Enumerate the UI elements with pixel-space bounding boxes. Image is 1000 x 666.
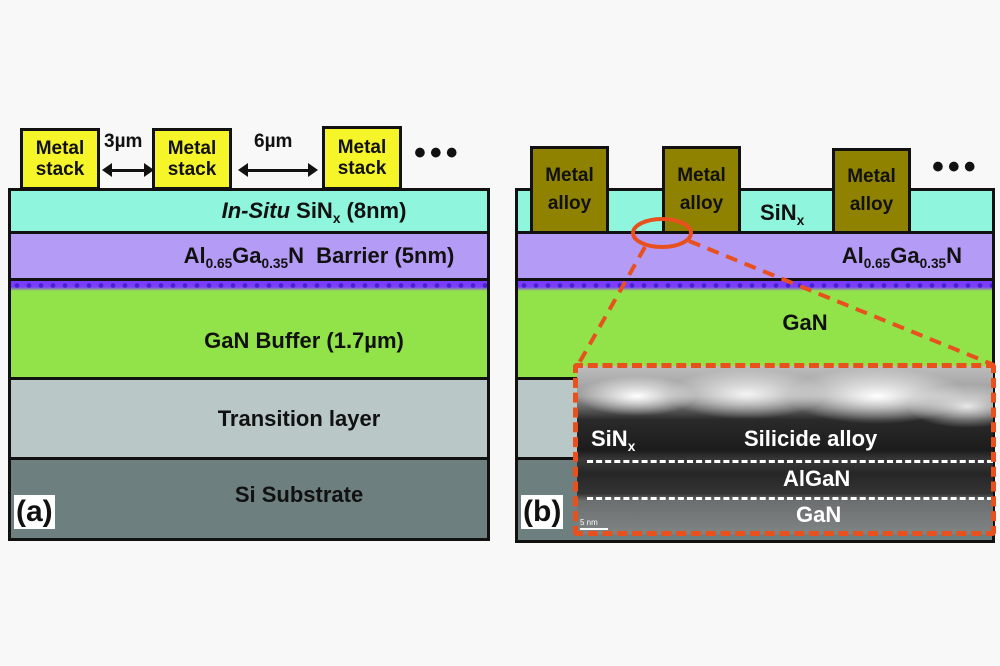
- tem-inset-dashed-border: [573, 363, 996, 536]
- panel-label-a: (a): [14, 495, 55, 529]
- si-substrate-layer: Si Substrate: [8, 457, 490, 541]
- metal-stack-line2: stack: [167, 159, 217, 180]
- metal-alloy-line2: alloy: [547, 193, 592, 214]
- sinx-subscript: x: [332, 210, 341, 226]
- sinx-rest-text: (8nm): [340, 198, 407, 223]
- tem-boundary-gan-top: [587, 497, 993, 500]
- callout-line-right: [688, 239, 995, 367]
- spacing-label-3um: 3µm: [104, 131, 143, 152]
- metal-alloy-2: Metal alloy: [662, 146, 741, 234]
- spacing-label-6um: 6µm: [254, 131, 293, 152]
- gan-buffer-label: GaN Buffer (1.7µm): [204, 328, 404, 353]
- metal-stack-line2: stack: [337, 158, 387, 179]
- al-text: Al: [183, 243, 206, 268]
- tem-silicide-label: Silicide alloy: [744, 426, 878, 451]
- algan-barrier-label: Al0.65Ga0.35N Barrier (5nm): [183, 243, 455, 271]
- 2deg-channel-b: [518, 281, 992, 291]
- panel-label-b: (b): [521, 495, 564, 529]
- sinx-layer: In-Situ SiNx (8nm): [8, 188, 490, 234]
- sinx-main-text-b: SiN: [760, 200, 797, 225]
- algan-barrier-layer-b: Al0.65Ga0.35N: [515, 231, 995, 281]
- tem-sinx-subscript: x: [627, 438, 636, 454]
- spacing-arrow-3um: [102, 163, 154, 177]
- ga-text: Ga: [232, 243, 262, 268]
- al-subscript: 0.65: [205, 255, 233, 271]
- sinx-italic-text: In-Situ: [221, 198, 291, 223]
- sinx-label-b: SiNx: [760, 200, 805, 228]
- metal-stack-line1: Metal: [35, 138, 85, 159]
- sinx-layer-label: In-Situ SiNx (8nm): [221, 198, 407, 226]
- metal-alloy-1: Metal alloy: [530, 146, 609, 234]
- metal-alloy-line1: Metal: [545, 165, 594, 186]
- metal-alloy-line2: alloy: [849, 194, 894, 215]
- metal-alloy-3: Metal alloy: [832, 148, 911, 234]
- sinx-main-text: SiN: [290, 198, 333, 223]
- 2deg-channel: [11, 281, 487, 291]
- ellipsis-icon: •••: [932, 148, 980, 186]
- al-subscript: 0.65: [863, 255, 891, 271]
- barrier-rest-text: N: [946, 243, 962, 268]
- metal-alloy-line2: alloy: [679, 193, 724, 214]
- metal-stack-3: Metal stack: [322, 126, 402, 190]
- tem-image-inset: SiNx Silicide alloy AlGaN GaN 5 nm: [577, 366, 993, 534]
- metal-alloy-line1: Metal: [847, 166, 896, 187]
- metal-stack-line2: stack: [35, 159, 85, 180]
- si-substrate-label: Si Substrate: [234, 482, 364, 507]
- transition-layer-label: Transition layer: [217, 405, 381, 431]
- gan-label-b: GaN: [782, 310, 828, 335]
- barrier-rest-text: N Barrier (5nm): [288, 243, 455, 268]
- sinx-subscript-b: x: [796, 212, 805, 228]
- algan-barrier-layer: Al0.65Ga0.35N Barrier (5nm): [8, 231, 490, 281]
- ga-text: Ga: [890, 243, 920, 268]
- tem-scale-bar-label: 5 nm: [580, 518, 598, 527]
- tem-gan-label: GaN: [796, 502, 842, 527]
- ga-subscript: 0.35: [919, 255, 947, 271]
- tem-boundary-algan-top: [587, 460, 993, 463]
- metal-stack-line1: Metal: [337, 137, 387, 158]
- tem-sinx-label: SiNx: [591, 426, 636, 454]
- callout-line-left: [576, 246, 647, 366]
- tem-scale-bar: [580, 528, 608, 530]
- metal-stack-line1: Metal: [167, 138, 217, 159]
- al-text: Al: [841, 243, 864, 268]
- spacing-arrow-6um: [238, 163, 318, 177]
- metal-stack-2: Metal stack: [152, 128, 232, 190]
- tem-sinx-main: SiN: [591, 426, 628, 451]
- metal-stack-1: Metal stack: [20, 128, 100, 190]
- ellipsis-icon: •••: [414, 134, 462, 172]
- metal-alloy-line1: Metal: [677, 165, 726, 186]
- tem-algan-label: AlGaN: [783, 466, 851, 491]
- highlight-ellipse: [631, 217, 693, 249]
- ga-subscript: 0.35: [261, 255, 289, 271]
- algan-barrier-label-b: Al0.65Ga0.35N: [841, 243, 962, 271]
